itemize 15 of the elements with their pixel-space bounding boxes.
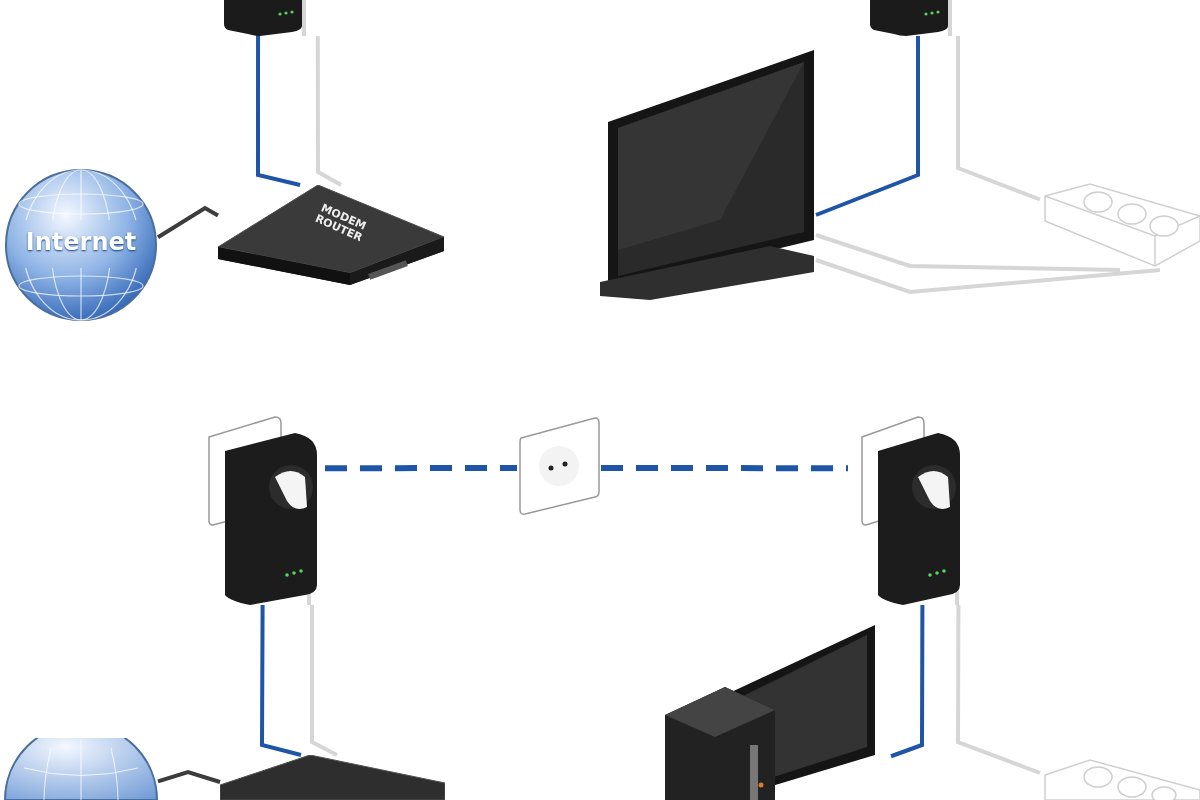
cable xyxy=(815,36,920,217)
cable xyxy=(315,36,343,187)
powerline-connection xyxy=(325,465,517,472)
cable xyxy=(256,36,301,187)
cable xyxy=(815,258,1161,295)
cable xyxy=(260,605,302,757)
cable xyxy=(956,605,1041,775)
cable xyxy=(890,605,925,759)
cable xyxy=(157,769,221,784)
powerline-connection xyxy=(601,465,848,472)
globe-label: Internet xyxy=(24,228,138,256)
cable xyxy=(815,233,1121,272)
cable xyxy=(156,205,219,239)
cable xyxy=(956,36,1041,202)
cable xyxy=(310,605,338,757)
